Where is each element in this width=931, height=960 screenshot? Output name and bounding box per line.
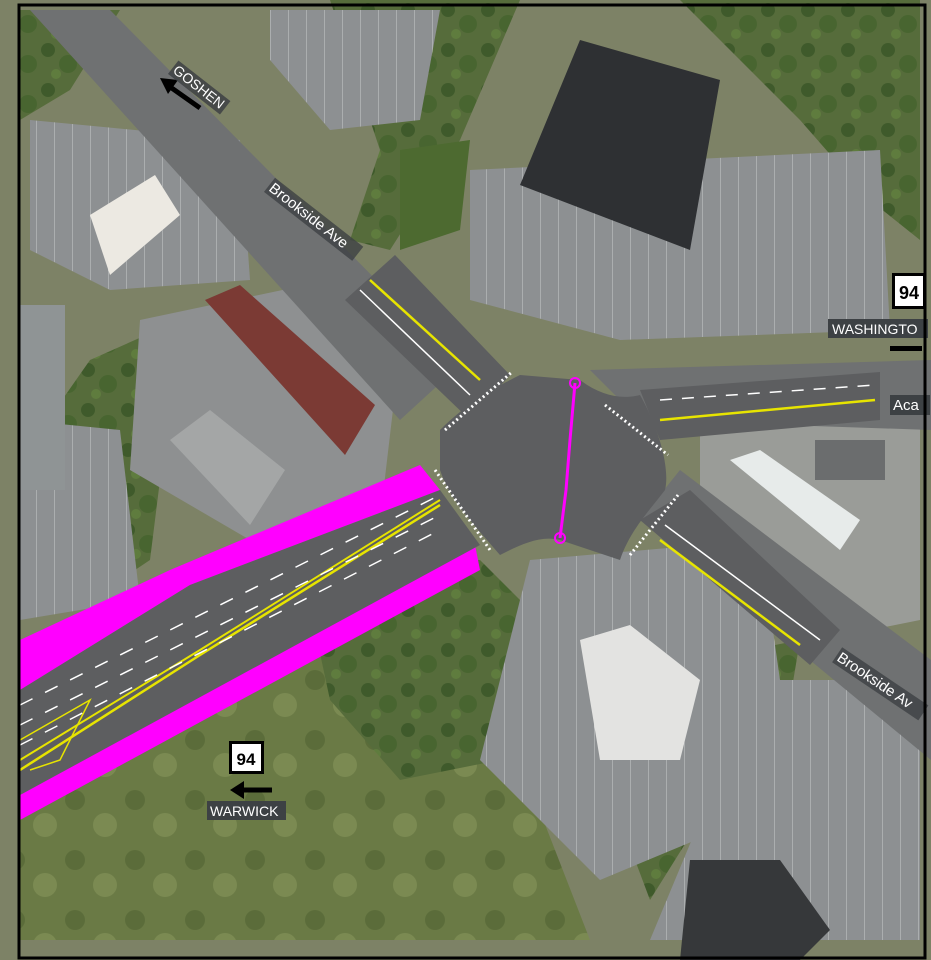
arrow-northwest-icon: [160, 78, 202, 111]
route-divider-bar: [890, 346, 922, 351]
proposed-widening: [20, 465, 480, 820]
crosswalks: [433, 370, 680, 556]
buildings: [20, 40, 885, 960]
warwick-label-bg: [207, 801, 286, 820]
lane-markings: [19, 279, 876, 772]
academy-label-bg: [890, 395, 930, 415]
warwick-label: WARWICK: [210, 803, 279, 819]
washington-label-bg: [828, 319, 928, 338]
route-94-approach: [20, 490, 480, 795]
route-shield-number-east: 94: [899, 283, 919, 303]
academy-label: Aca: [893, 397, 920, 414]
route-shield-icon: 94: [892, 273, 926, 309]
washington-label: WASHINGTO: [832, 321, 918, 337]
route-shield-icon: 94: [229, 741, 264, 774]
proposed-crossing-line: [554, 377, 581, 544]
arrow-west-icon: [230, 781, 272, 799]
map-border: [17, 3, 927, 960]
route-shield-number-west: 94: [237, 750, 256, 769]
